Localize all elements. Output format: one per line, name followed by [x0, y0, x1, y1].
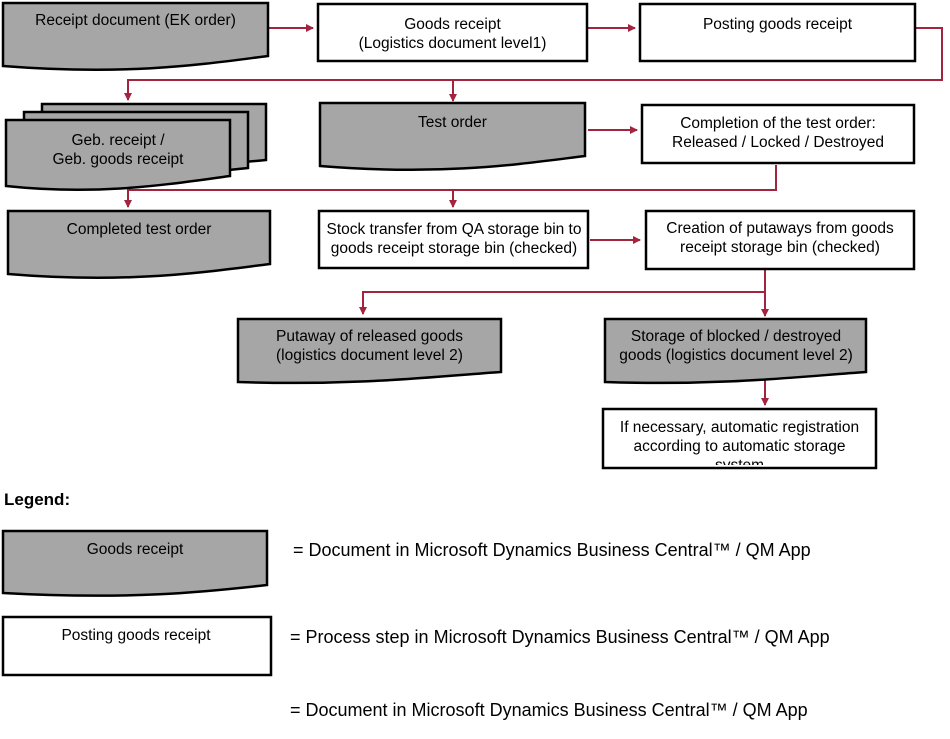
completion-line1: Completion of the test order: — [680, 115, 876, 132]
document-shape-completed-test-order — [6, 209, 272, 280]
legend-process-meaning: = Process step in Microsoft Dynamics Bus… — [290, 627, 830, 647]
label-geb-receipt: Geb. receipt / Geb. goods receipt — [8, 131, 228, 169]
legend-document-meaning: = Document in Microsoft Dynamics Busines… — [293, 540, 811, 560]
geb-receipt-line1: Geb. receipt / — [71, 132, 165, 149]
legend-multi-document-meaning: = Document in Microsoft Dynamics Busines… — [290, 700, 808, 720]
process-shape-creation-putaways — [644, 209, 916, 271]
connector-posting-to-row2 — [124, 27, 943, 101]
legend-process-shape — [1, 615, 273, 677]
connector-to-putaway-released — [359, 291, 765, 315]
process-shape-posting-goods-receipt — [638, 2, 917, 63]
putaway-released-line1: Putaway of released goods — [276, 328, 463, 345]
multi-document-shape-geb-receipt — [4, 102, 268, 192]
document-shape-storage-blocked — [603, 317, 868, 385]
document-shape-receipt — [1, 1, 270, 72]
label-completed-test-order: Completed test order — [10, 220, 268, 239]
label-stock-transfer: Stock transfer from QA storage bin to go… — [306, 220, 602, 258]
label-test-order: Test order — [322, 113, 583, 132]
label-completion: Completion of the test order: Released /… — [644, 114, 912, 152]
label-goods-receipt: Goods receipt (Logistics document level1… — [320, 15, 585, 53]
posting-goods-receipt-text: Posting goods receipt — [702, 16, 853, 33]
goods-receipt-title: Goods receipt — [404, 16, 501, 33]
label-auto-registration: If necessary, automatic registration acc… — [605, 418, 874, 465]
creation-putaways-line2: receipt storage bin (checked) — [680, 239, 880, 256]
process-shape-stock-transfer — [317, 209, 590, 270]
document-shape-test-order — [318, 101, 587, 172]
process-shape-goods-receipt — [316, 2, 589, 63]
label-storage-blocked: Storage of blocked / destroyed goods (lo… — [604, 327, 868, 365]
connectors — [124, 24, 943, 406]
legend-document-sample-text: Goods receipt — [86, 541, 184, 558]
process-shape-auto-registration — [601, 407, 878, 470]
label-posting-goods-receipt: Posting goods receipt — [642, 15, 913, 34]
legend-process-sample-label: Posting goods receipt — [5, 626, 267, 645]
label-receipt-document: Receipt document (EK order) — [8, 11, 263, 30]
putaway-released-line2: (logistics document level 2) — [276, 347, 463, 364]
storage-blocked-line1: Storage of blocked / destroyed — [630, 328, 842, 345]
creation-putaways-line1: Creation of putaways from goods — [666, 220, 894, 237]
receipt-document-text: Receipt document (EK order) — [35, 12, 236, 29]
stock-transfer-line1: Stock transfer from QA storage bin to — [326, 221, 582, 238]
legend-process-sample-text: Posting goods receipt — [61, 627, 211, 644]
test-order-text: Test order — [418, 114, 487, 131]
label-creation-putaways: Creation of putaways from goods receipt … — [648, 219, 912, 257]
auto-registration-line2: according to automatic storage — [633, 438, 846, 455]
completed-test-order-text: Completed test order — [66, 221, 212, 238]
label-putaway-released: Putaway of released goods (logistics doc… — [240, 327, 499, 365]
storage-blocked-line2: goods (logistics document level 2) — [619, 347, 853, 364]
stock-transfer-line2: goods receipt storage bin (checked) — [330, 240, 578, 257]
completion-line2: Released / Locked / Destroyed — [672, 134, 884, 151]
geb-receipt-line2: Geb. goods receipt — [52, 151, 184, 168]
legend-document-shape — [1, 529, 269, 597]
auto-registration-line3: system — [605, 456, 874, 465]
auto-registration-line1: If necessary, automatic registration — [619, 419, 860, 436]
document-shape-putaway-released — [236, 317, 503, 385]
process-shape-completion — [640, 103, 916, 165]
legend-title: Legend: — [4, 490, 71, 509]
legend-document-sample-label: Goods receipt — [5, 540, 265, 559]
goods-receipt-subtitle: (Logistics document level1) — [358, 35, 547, 52]
